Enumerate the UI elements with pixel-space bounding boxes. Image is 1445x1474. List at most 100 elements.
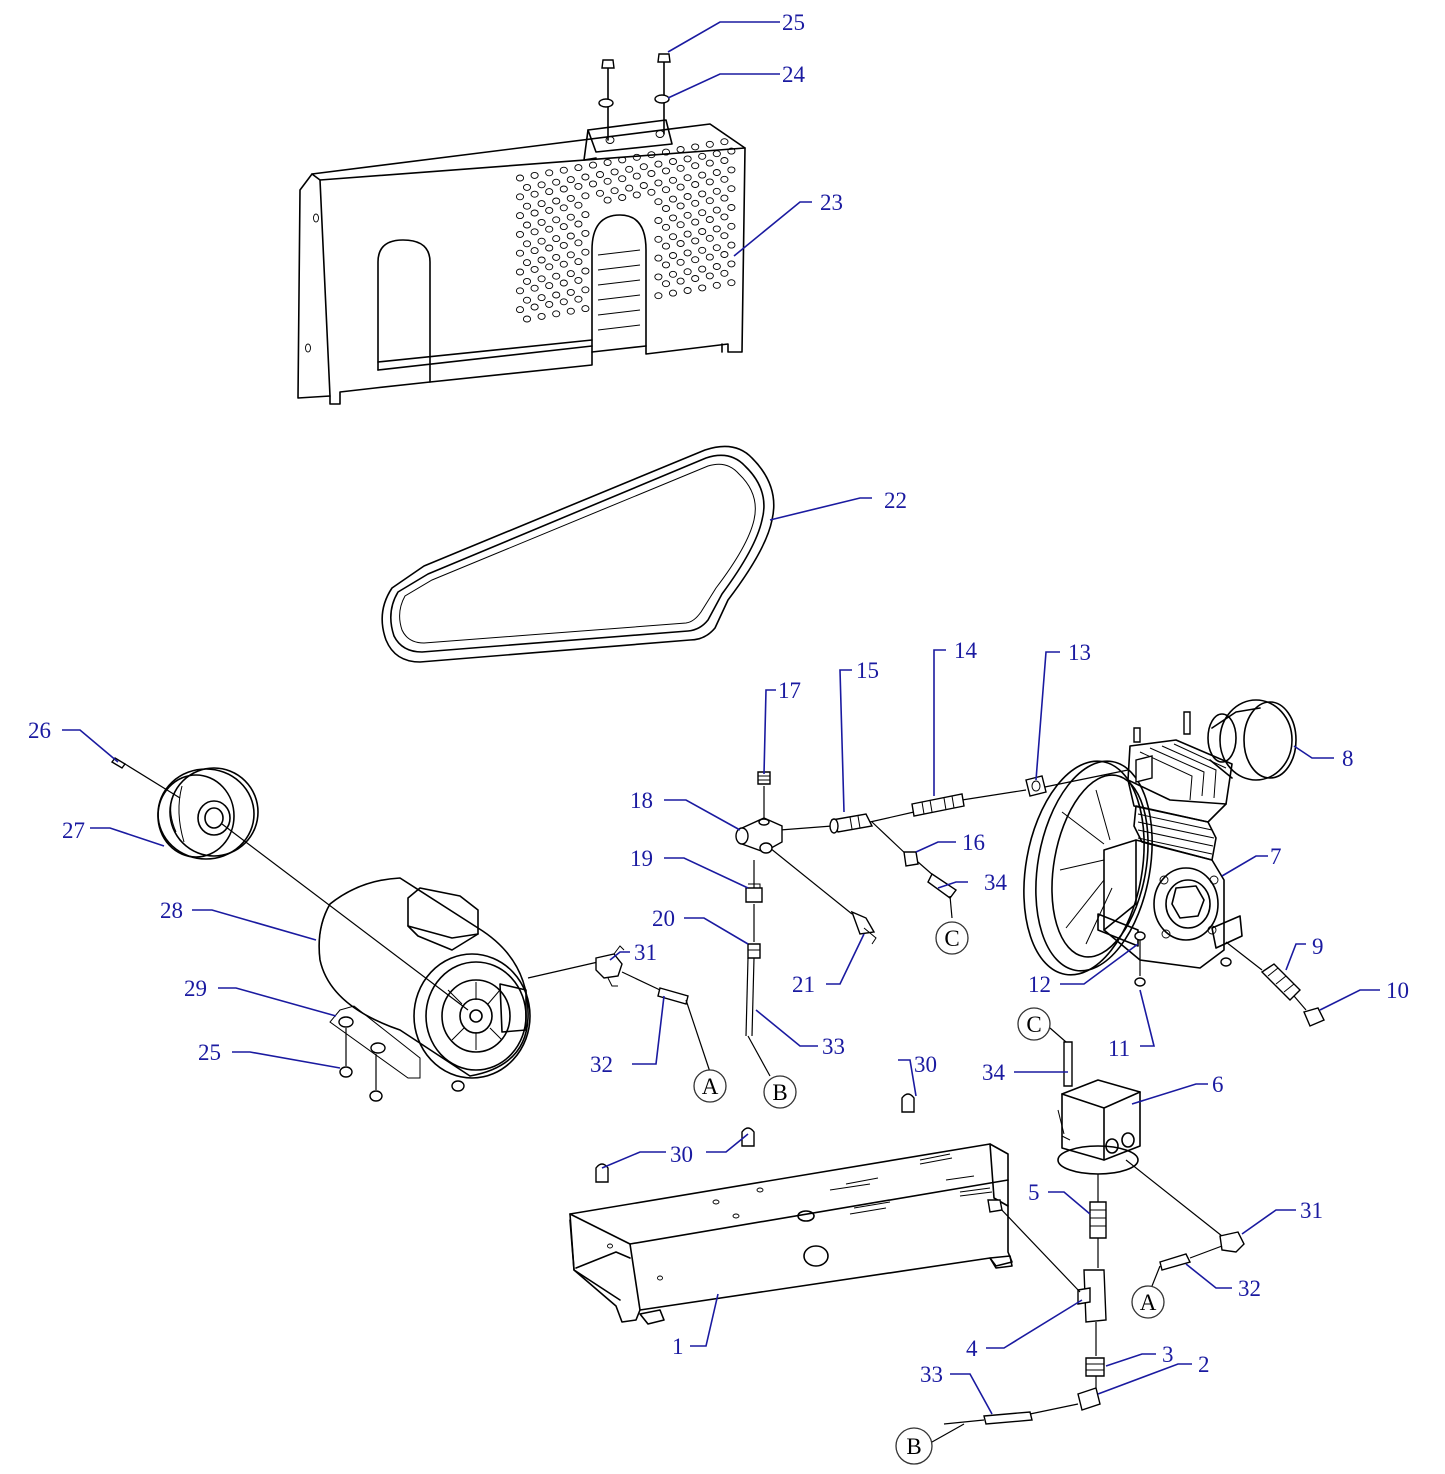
vent-hole <box>654 198 663 206</box>
callout-23: 23 <box>820 190 843 215</box>
ref-b-lower: B <box>895 1423 965 1465</box>
vent-hole <box>530 171 539 179</box>
vent-hole <box>705 197 714 205</box>
callout-1: 1 <box>672 1334 684 1359</box>
vent-hole <box>522 315 532 323</box>
callout-34-lower: 34 <box>982 1060 1006 1085</box>
vent-hole <box>552 310 561 318</box>
vent-hole <box>530 247 539 255</box>
vent-hole <box>691 162 700 170</box>
vent-hole <box>537 294 546 302</box>
vent-hole <box>654 179 663 187</box>
callout-32-switch: 32 <box>1238 1276 1261 1301</box>
vent-hole <box>522 259 532 267</box>
vent-hole <box>559 185 568 193</box>
vent-hole <box>683 268 692 276</box>
vent-hole <box>647 170 656 177</box>
vent-hole <box>668 158 678 165</box>
vent-hole <box>515 193 525 201</box>
callout-24: 24 <box>782 62 806 87</box>
callout-13: 13 <box>1068 640 1091 665</box>
vent-hole <box>720 251 729 258</box>
vent-hole <box>668 252 678 259</box>
svg-text:C: C <box>1026 1012 1041 1037</box>
vent-hole <box>566 213 575 221</box>
leader-lines <box>62 21 1380 1415</box>
guard-vent-holes <box>515 138 736 323</box>
vent-hole <box>545 244 554 252</box>
vent-hole <box>574 239 583 247</box>
vent-hole <box>574 258 583 266</box>
vent-hole <box>581 267 590 275</box>
vent-hole <box>581 192 590 200</box>
callout-7: 7 <box>1270 844 1282 869</box>
vent-hole <box>595 189 605 197</box>
vent-hole <box>545 263 554 271</box>
callout-16: 16 <box>962 830 985 855</box>
vent-hole <box>661 223 671 231</box>
callout-34-upper: 34 <box>984 870 1008 895</box>
vent-hole <box>661 186 671 194</box>
vent-hole <box>603 159 612 166</box>
vent-hole <box>515 268 525 276</box>
vent-hole <box>552 272 561 280</box>
callout-3: 3 <box>1162 1342 1174 1367</box>
ref-a-motor: A <box>693 1069 727 1103</box>
vent-hole <box>720 157 729 164</box>
callout-31-switch: 31 <box>1300 1198 1323 1223</box>
vent-hole <box>661 280 671 288</box>
vent-hole <box>522 277 532 285</box>
vent-hole <box>515 212 525 220</box>
callout-18: 18 <box>630 788 653 813</box>
vent-hole <box>661 242 671 250</box>
electric-motor <box>318 877 531 1102</box>
vent-hole <box>522 221 532 229</box>
vent-hole <box>522 183 532 191</box>
vent-hole <box>727 204 736 211</box>
vent-hole <box>705 159 714 167</box>
vent-hole <box>537 218 546 226</box>
vent-hole <box>698 228 707 235</box>
callout-20: 20 <box>652 906 675 931</box>
compressor-pump <box>1023 699 1325 1027</box>
vent-hole <box>530 228 539 236</box>
callout-33-lower: 33 <box>920 1362 943 1387</box>
vent-hole <box>654 273 663 281</box>
vent-hole <box>581 248 590 256</box>
vent-hole <box>683 249 692 257</box>
callout-29: 29 <box>184 976 207 1001</box>
vent-hole <box>712 169 721 176</box>
vent-hole <box>698 171 707 179</box>
vent-hole <box>727 147 736 155</box>
callout-28: 28 <box>160 898 183 923</box>
vent-hole <box>683 230 692 238</box>
vent-hole <box>530 190 539 198</box>
vent-hole <box>691 218 700 226</box>
vent-hole <box>683 211 692 219</box>
guard-bolts <box>598 53 671 141</box>
vent-hole <box>683 155 692 163</box>
vent-hole <box>720 138 729 146</box>
reference-markers: A B C C A B <box>693 921 1165 1465</box>
svg-text:A: A <box>1140 1290 1157 1315</box>
vent-hole <box>545 225 554 233</box>
vent-hole <box>647 188 656 196</box>
vent-hole <box>581 211 590 219</box>
vent-hole <box>537 181 546 189</box>
svg-text:A: A <box>702 1074 719 1099</box>
pressure-switch-assembly <box>943 1041 1245 1425</box>
vent-hole <box>676 202 685 210</box>
vent-hole <box>559 241 568 249</box>
vent-hole <box>581 305 590 313</box>
vent-hole <box>566 232 575 240</box>
vent-hole <box>530 265 539 273</box>
vent-hole <box>552 178 561 186</box>
vent-hole <box>574 220 583 228</box>
vent-hole <box>581 173 590 181</box>
vent-hole <box>712 263 721 270</box>
ref-a-switch: A <box>1131 1265 1165 1319</box>
vent-hole <box>661 167 671 175</box>
vent-hole <box>668 233 678 241</box>
callout-27: 27 <box>62 818 85 843</box>
vent-hole <box>727 185 736 193</box>
